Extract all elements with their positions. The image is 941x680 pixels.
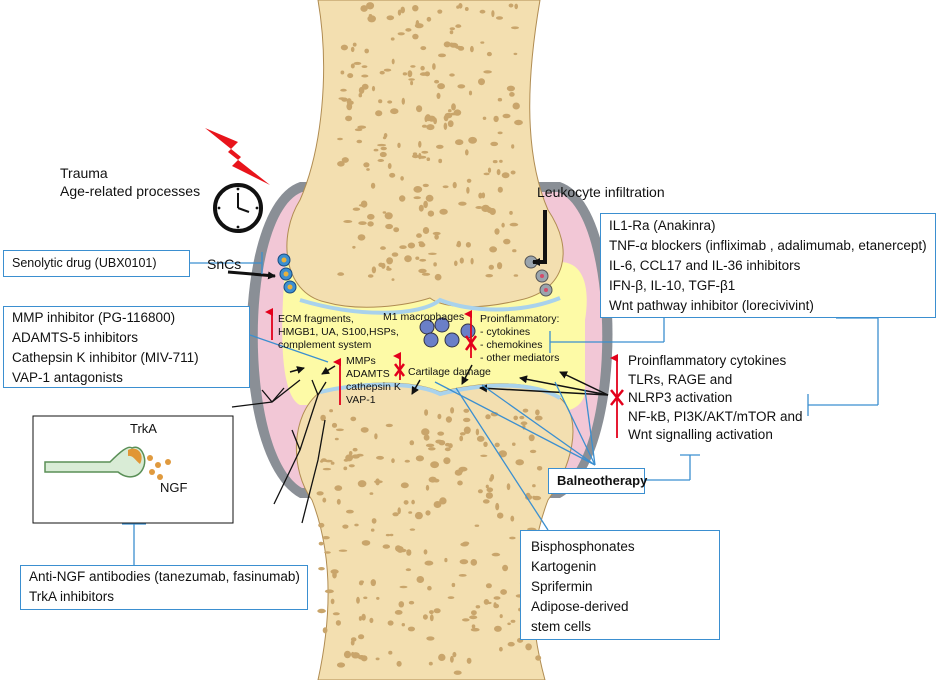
m1-macrophages-icon (419, 317, 476, 348)
m1-macrophages-label: M1 macrophages (383, 311, 465, 323)
sncs-label: SnCs (207, 256, 242, 272)
senolytic-drug-box: Senolytic drug (UBX0101) (3, 250, 190, 277)
ngf-label: NGF (160, 480, 188, 495)
mmp-inhibitor-box: MMP inhibitor (PG-116800)ADAMTS-5 inhibi… (3, 306, 250, 388)
leukocyte-infiltration-label: Leukocyte infiltration (537, 184, 665, 200)
cartilage-damage-label: Cartilage damage (408, 366, 491, 378)
anti-ngf-box: Anti-NGF antibodies (tanezumab, fasinuma… (20, 565, 308, 610)
balneotherapy-box: Balneotherapy (548, 468, 647, 494)
trauma-label: Trauma (60, 165, 108, 181)
senescent-cells-icon (277, 253, 297, 294)
trka-label: TrkA (130, 421, 157, 436)
age-related-label: Age-related processes (60, 183, 201, 199)
clock-icon (213, 183, 263, 233)
trka-ngf-inset-icon (32, 415, 234, 524)
trauma-lightning-icon (205, 128, 270, 185)
proinflammatory-label: Proinflammatory:- cytokines- chemokines-… (480, 313, 560, 364)
ecm-label: ECM fragments,HMGB1, UA, S100,HSPs,compl… (278, 313, 399, 351)
anti-inflammatory-box: IL1-Ra (Anakinra)TNF-α blockers (inflixi… (600, 213, 936, 318)
